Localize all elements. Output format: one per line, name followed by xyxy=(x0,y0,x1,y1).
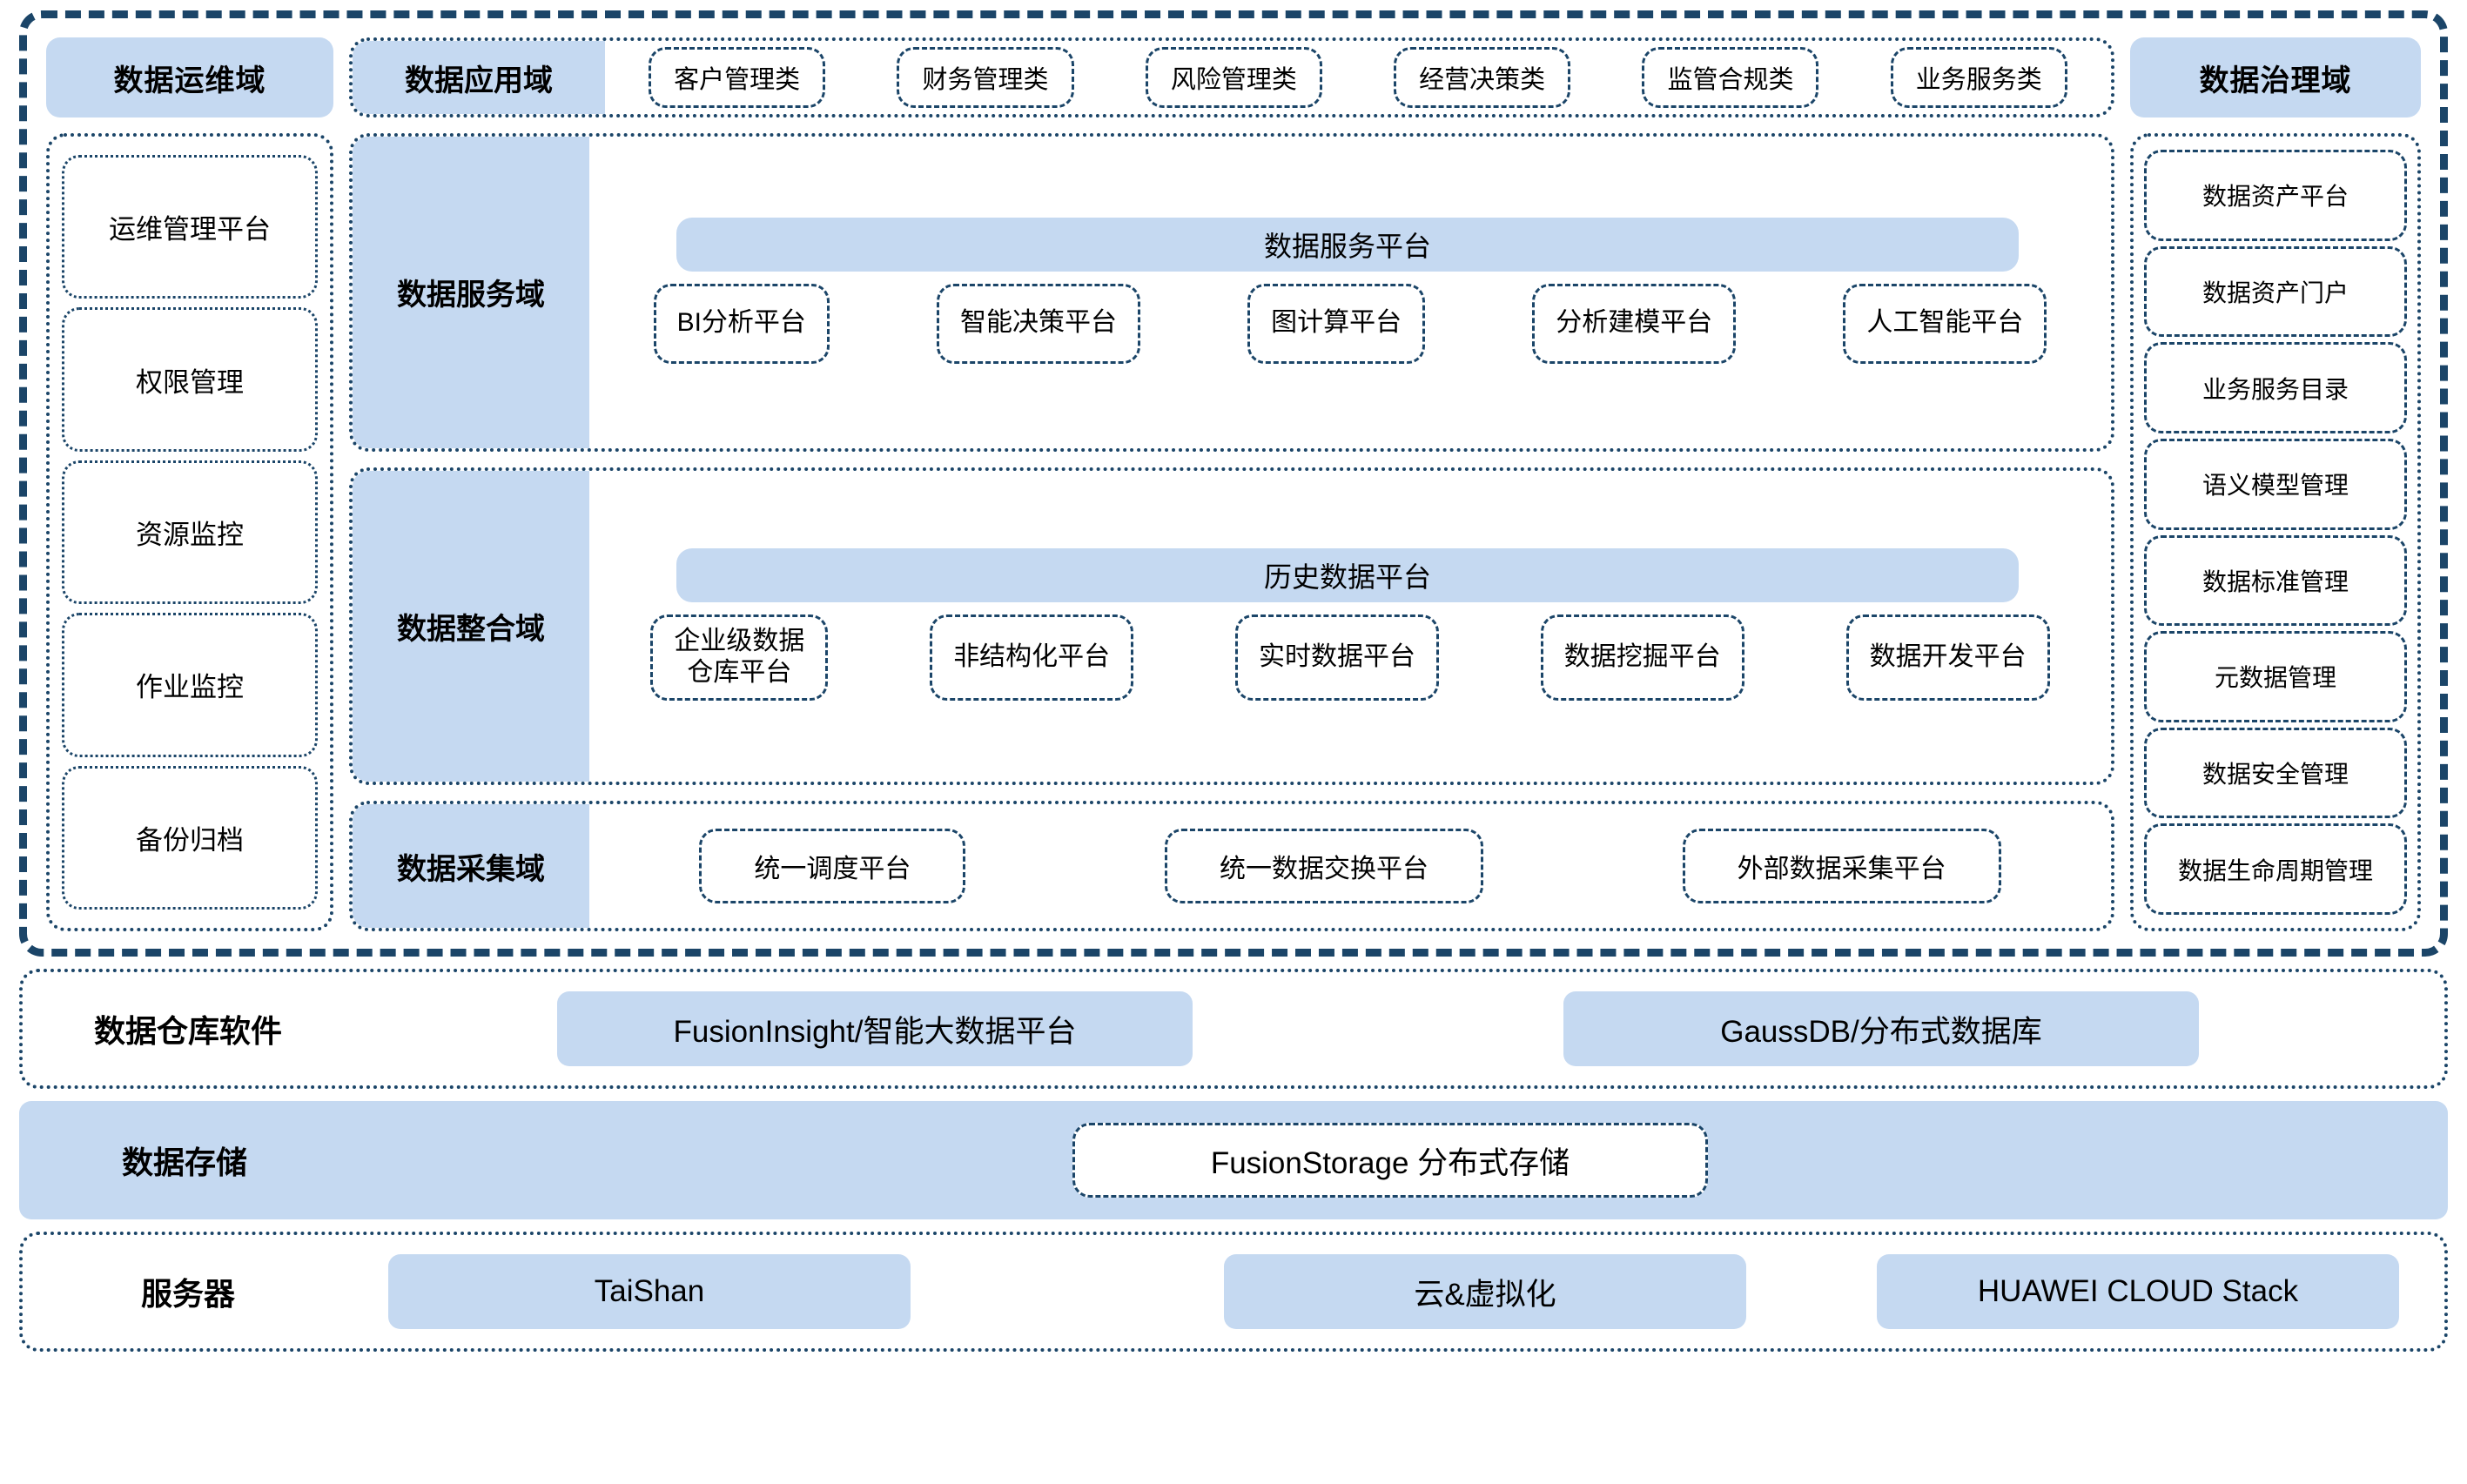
governance-item[interactable]: 业务服务目录 xyxy=(2144,342,2407,433)
service-domain-item[interactable]: 图计算平台 xyxy=(1247,283,1426,364)
ops-domain-column: 运维管理平台 权限管理 资源监控 作业监控 备份归档 xyxy=(46,133,333,931)
integration-domain-item[interactable]: 非结构化平台 xyxy=(930,614,1134,701)
data-storage-band: 数据存储 FusionStorage 分布式存储 xyxy=(19,1101,2448,1219)
app-domain-title: 数据应用域 xyxy=(353,41,605,114)
app-domain-item-list: 客户管理类 财务管理类 风险管理类 经营决策类 监管合规类 业务服务类 xyxy=(605,41,2111,114)
service-domain-item[interactable]: BI分析平台 xyxy=(653,283,830,364)
service-domain-title: 数据服务域 xyxy=(353,137,589,448)
app-domain-item[interactable]: 经营决策类 xyxy=(1394,47,1571,108)
ops-domain-title: 数据运维域 xyxy=(46,37,333,118)
service-domain-item-list: BI分析平台 智能决策平台 图计算平台 分析建模平台 人工智能平台 xyxy=(605,283,2095,364)
data-platform-region: 数据运维域 数据应用域 客户管理类 财务管理类 风险管理类 经营决策类 监管合规… xyxy=(19,10,2448,957)
integration-domain-title: 数据整合域 xyxy=(353,470,589,782)
storage-band-label: 数据存储 xyxy=(121,1145,247,1180)
ops-item[interactable]: 作业监控 xyxy=(62,613,318,757)
collection-domain-item[interactable]: 外部数据采集平台 xyxy=(1682,829,2001,903)
governance-domain-column: 数据资产平台 数据资产门户 业务服务目录 语义模型管理 数据标准管理 元数据管理… xyxy=(2130,133,2421,931)
governance-item[interactable]: 元数据管理 xyxy=(2144,631,2407,722)
service-platform-banner: 数据服务平台 xyxy=(676,217,2019,272)
center-domain-stack: 数据服务域 数据服务平台 BI分析平台 智能决策平台 图计算平台 分析建模平台 … xyxy=(349,133,2114,931)
service-domain-item[interactable]: 人工智能平台 xyxy=(1843,283,2047,364)
warehouse-item[interactable]: FusionInsight/智能大数据平台 xyxy=(557,991,1193,1066)
governance-item[interactable]: 数据生命周期管理 xyxy=(2144,823,2407,915)
storage-item-list: FusionStorage 分布式存储 xyxy=(315,1101,2413,1219)
server-item[interactable]: HUAWEI CLOUD Stack xyxy=(1877,1254,2399,1329)
governance-item[interactable]: 数据资产平台 xyxy=(2144,150,2407,241)
history-platform-banner: 历史数据平台 xyxy=(676,547,2019,602)
collection-domain-row: 数据采集域 统一调度平台 统一数据交换平台 外部数据采集平台 xyxy=(349,801,2114,931)
governance-item[interactable]: 语义模型管理 xyxy=(2144,438,2407,530)
service-domain-item[interactable]: 分析建模平台 xyxy=(1532,283,1737,364)
governance-item[interactable]: 数据安全管理 xyxy=(2144,727,2407,819)
ops-item[interactable]: 运维管理平台 xyxy=(62,155,318,299)
integration-domain-item[interactable]: 数据挖掘平台 xyxy=(1540,614,1744,701)
server-item[interactable]: 云&虚拟化 xyxy=(1224,1254,1746,1329)
collection-domain-item[interactable]: 统一数据交换平台 xyxy=(1164,829,1483,903)
app-domain-item[interactable]: 风险管理类 xyxy=(1145,47,1322,108)
governance-item[interactable]: 数据标准管理 xyxy=(2144,534,2407,627)
app-domain-item[interactable]: 监管合规类 xyxy=(1642,47,1819,108)
app-domain-band: 数据应用域 客户管理类 财务管理类 风险管理类 经营决策类 监管合规类 业务服务… xyxy=(349,37,2114,118)
collection-domain-body: 统一调度平台 统一数据交换平台 外部数据采集平台 xyxy=(589,804,2111,928)
integration-domain-row: 数据整合域 历史数据平台 企业级数据 仓库平台 非结构化平台 实时数据平台 数据… xyxy=(349,467,2114,785)
warehouse-band-label: 数据仓库软件 xyxy=(93,1013,282,1049)
integration-domain-item[interactable]: 实时数据平台 xyxy=(1234,614,1439,701)
warehouse-software-band: 数据仓库软件 FusionInsight/智能大数据平台 GaussDB/分布式… xyxy=(19,969,2448,1089)
integration-domain-item[interactable]: 企业级数据 仓库平台 xyxy=(650,614,829,701)
integration-domain-body: 历史数据平台 企业级数据 仓库平台 非结构化平台 实时数据平台 数据挖掘平台 数… xyxy=(589,471,2111,782)
app-domain-item[interactable]: 财务管理类 xyxy=(897,47,1074,108)
server-item-list: TaiShan 云&虚拟化 HUAWEI CLOUD Stack xyxy=(319,1235,2410,1348)
service-domain-row: 数据服务域 数据服务平台 BI分析平台 智能决策平台 图计算平台 分析建模平台 … xyxy=(349,133,2114,452)
collection-domain-item[interactable]: 统一调度平台 xyxy=(699,829,966,903)
warehouse-item[interactable]: GaussDB/分布式数据库 xyxy=(1563,991,2199,1066)
server-band: 服务器 TaiShan 云&虚拟化 HUAWEI CLOUD Stack xyxy=(19,1232,2448,1352)
server-band-label: 服务器 xyxy=(140,1276,235,1312)
platform-header-row: 数据运维域 数据应用域 客户管理类 财务管理类 风险管理类 经营决策类 监管合规… xyxy=(46,37,2421,118)
ops-item[interactable]: 备份归档 xyxy=(62,765,318,910)
app-domain-item[interactable]: 客户管理类 xyxy=(649,47,826,108)
collection-domain-item-list: 统一调度平台 统一数据交换平台 外部数据采集平台 xyxy=(605,829,2095,903)
platform-body-row: 运维管理平台 权限管理 资源监控 作业监控 备份归档 数据服务域 数据服务平台 … xyxy=(46,133,2421,931)
ops-item[interactable]: 资源监控 xyxy=(62,460,318,605)
app-domain-item[interactable]: 业务服务类 xyxy=(1890,47,2067,108)
governance-domain-title: 数据治理域 xyxy=(2130,37,2421,118)
integration-domain-item-list: 企业级数据 仓库平台 非结构化平台 实时数据平台 数据挖掘平台 数据开发平台 xyxy=(605,614,2095,701)
server-item[interactable]: TaiShan xyxy=(388,1254,911,1329)
service-domain-item[interactable]: 智能决策平台 xyxy=(937,283,1141,364)
storage-item[interactable]: FusionStorage 分布式存储 xyxy=(1072,1123,1708,1198)
collection-domain-title: 数据采集域 xyxy=(353,804,589,928)
ops-item[interactable]: 权限管理 xyxy=(62,307,318,452)
warehouse-item-list: FusionInsight/智能大数据平台 GaussDB/分布式数据库 xyxy=(319,972,2410,1085)
integration-domain-item[interactable]: 数据开发平台 xyxy=(1845,614,2050,701)
governance-item[interactable]: 数据资产门户 xyxy=(2144,245,2407,338)
service-domain-body: 数据服务平台 BI分析平台 智能决策平台 图计算平台 分析建模平台 人工智能平台 xyxy=(589,137,2111,448)
